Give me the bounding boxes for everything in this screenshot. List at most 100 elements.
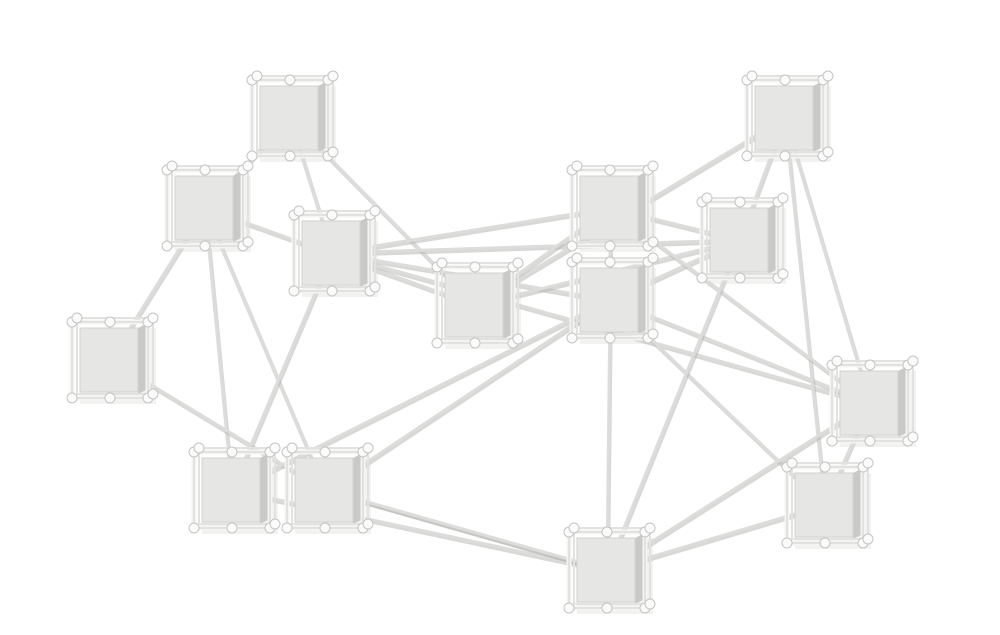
joint-sphere bbox=[647, 328, 659, 340]
joint-sphere bbox=[779, 150, 791, 162]
joint-sphere bbox=[369, 281, 381, 293]
joint-sphere bbox=[563, 602, 575, 614]
cube-face bbox=[579, 267, 639, 333]
strut-shadow bbox=[331, 208, 613, 257]
joint-sphere bbox=[469, 337, 481, 349]
joint-sphere bbox=[604, 164, 616, 176]
joint-sphere bbox=[571, 252, 583, 264]
cube-face bbox=[839, 370, 899, 436]
joint-sphere bbox=[701, 192, 713, 204]
joint-sphere bbox=[777, 268, 789, 280]
joint-sphere bbox=[66, 392, 78, 404]
joint-sphere bbox=[369, 205, 381, 217]
cube-node-n11 bbox=[566, 160, 659, 252]
joint-sphere bbox=[568, 522, 580, 534]
cube-face bbox=[579, 175, 639, 241]
joint-sphere bbox=[281, 522, 293, 534]
joint-sphere bbox=[104, 316, 116, 328]
joint-sphere bbox=[71, 312, 83, 324]
joint-sphere bbox=[242, 236, 254, 248]
joint-sphere bbox=[226, 522, 238, 534]
joint-sphere bbox=[864, 359, 876, 371]
joint-sphere bbox=[284, 74, 296, 86]
joint-sphere bbox=[193, 442, 205, 454]
cube-node-n2 bbox=[161, 160, 254, 252]
joint-sphere bbox=[862, 533, 874, 545]
joint-sphere bbox=[362, 518, 374, 530]
joint-sphere bbox=[819, 537, 831, 549]
joint-sphere bbox=[188, 522, 200, 534]
strut-n4-n12 bbox=[330, 238, 742, 255]
strut-n7-n9 bbox=[323, 298, 612, 492]
joint-sphere bbox=[604, 256, 616, 268]
joint-sphere bbox=[288, 285, 300, 297]
joint-sphere bbox=[147, 388, 159, 400]
joint-sphere bbox=[362, 442, 374, 454]
joint-sphere bbox=[319, 446, 331, 458]
strut-n2-n7 bbox=[203, 206, 327, 492]
joint-sphere bbox=[734, 272, 746, 284]
cube-node-n5 bbox=[188, 442, 281, 534]
joint-sphere bbox=[604, 240, 616, 252]
cube-node-n3 bbox=[66, 312, 159, 404]
cube-face bbox=[444, 272, 504, 338]
joint-sphere bbox=[647, 236, 659, 248]
cube-node-n8 bbox=[563, 522, 656, 614]
cube-face bbox=[301, 220, 361, 286]
joint-sphere bbox=[147, 312, 159, 324]
cube-node-n1 bbox=[246, 70, 339, 162]
joint-sphere bbox=[327, 146, 339, 158]
joint-sphere bbox=[604, 332, 616, 344]
cube-face bbox=[576, 537, 636, 603]
cube-face bbox=[794, 472, 854, 538]
cube-node-n6 bbox=[431, 257, 524, 349]
joint-sphere bbox=[647, 160, 659, 172]
joint-sphere bbox=[644, 522, 656, 534]
cube-face bbox=[174, 175, 234, 241]
joint-sphere bbox=[566, 332, 578, 344]
joint-sphere bbox=[199, 240, 211, 252]
joint-sphere bbox=[327, 70, 339, 82]
joint-sphere bbox=[779, 74, 791, 86]
joint-sphere bbox=[746, 70, 758, 82]
joint-sphere bbox=[786, 457, 798, 469]
cube-face bbox=[754, 85, 814, 151]
strut-n4-n11 bbox=[330, 206, 612, 255]
joint-sphere bbox=[862, 457, 874, 469]
joint-sphere bbox=[512, 257, 524, 269]
joint-sphere bbox=[199, 164, 211, 176]
joint-sphere bbox=[601, 526, 613, 538]
joint-sphere bbox=[831, 355, 843, 367]
cube-node-n12 bbox=[696, 192, 789, 284]
joint-sphere bbox=[696, 272, 708, 284]
joint-sphere bbox=[647, 252, 659, 264]
cube-face bbox=[201, 457, 261, 523]
joint-sphere bbox=[431, 337, 443, 349]
joint-sphere bbox=[326, 285, 338, 297]
joint-sphere bbox=[246, 150, 258, 162]
strut-shadow bbox=[606, 240, 743, 574]
strut-n10-n13 bbox=[783, 116, 872, 405]
cube-node-n13 bbox=[826, 355, 919, 447]
joint-sphere bbox=[251, 70, 263, 82]
joint-sphere bbox=[734, 196, 746, 208]
joint-sphere bbox=[819, 461, 831, 473]
joint-sphere bbox=[326, 209, 338, 221]
joint-sphere bbox=[436, 257, 448, 269]
cube-face bbox=[79, 327, 139, 393]
joint-sphere bbox=[293, 205, 305, 217]
joint-sphere bbox=[907, 355, 919, 367]
cube-face bbox=[709, 207, 769, 273]
joint-sphere bbox=[166, 160, 178, 172]
joint-sphere bbox=[822, 146, 834, 158]
joint-sphere bbox=[469, 261, 481, 273]
strut-n2-n5 bbox=[203, 206, 234, 492]
joint-sphere bbox=[269, 518, 281, 530]
cube-face bbox=[294, 457, 354, 523]
joint-sphere bbox=[741, 150, 753, 162]
joint-sphere bbox=[822, 70, 834, 82]
joint-sphere bbox=[777, 192, 789, 204]
joint-sphere bbox=[571, 160, 583, 172]
joint-sphere bbox=[286, 442, 298, 454]
